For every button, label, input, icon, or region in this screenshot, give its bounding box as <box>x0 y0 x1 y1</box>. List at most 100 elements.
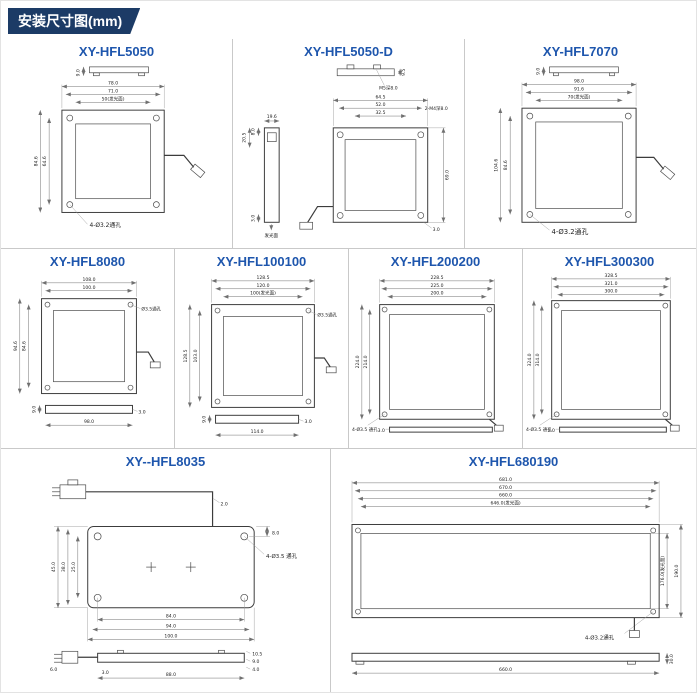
connector <box>298 221 313 230</box>
dim-label: 38.0 <box>60 562 66 572</box>
dim-label: 50(发光面) <box>101 95 124 102</box>
dim-label: 100.0 <box>164 633 177 639</box>
dim-label: 9.0 <box>535 68 541 75</box>
section-hfl100100: XY-HFL100100 128.5 120.0 100(发光面) 128.5 … <box>175 249 349 448</box>
cable <box>664 418 673 426</box>
panel-outline <box>351 523 660 619</box>
mounting-holes <box>65 114 160 208</box>
cable <box>488 418 497 426</box>
light-area <box>344 139 416 211</box>
dim-label: 9.0 <box>252 659 259 665</box>
dim-label: 190.0 <box>673 564 679 577</box>
dim-label: 9.0 <box>201 416 207 423</box>
note-label: M5深8.0 <box>379 84 398 91</box>
dim-label: 228.5 <box>430 275 443 281</box>
section-hfl680190: XY-HFL680190 681.0 670.0 660.0 646. <box>331 449 696 692</box>
section-title: XY--HFL8035 <box>125 454 206 469</box>
dim-label: 45.0 <box>51 562 57 572</box>
mounting-holes <box>44 301 133 391</box>
dim-label: 3.0 <box>432 227 439 233</box>
dimension-lines <box>497 82 636 223</box>
side-view: 3.0 <box>547 426 667 434</box>
panel-outline <box>86 525 255 609</box>
dim-label: 128.5 <box>182 349 188 362</box>
dim-label: 32.5 <box>375 110 385 116</box>
panel-outline <box>60 109 165 213</box>
dim-label: 660.0 <box>499 493 512 499</box>
section-title: XY-HFL5050-D <box>304 44 393 59</box>
note-label: 4-Ø3.5 通孔 <box>525 426 551 433</box>
dim-label: 52.0 <box>375 102 385 108</box>
dim-label: 84.6 <box>21 341 27 351</box>
side-view: 10.5 9.0 4.0 6.0 3.0 88.0 <box>50 649 262 681</box>
dim-label: 19.6 <box>266 114 276 120</box>
dim-label: 64.5 <box>375 94 385 100</box>
dim-label: 20.5 <box>241 133 247 143</box>
connector <box>149 361 161 369</box>
panel-outline <box>210 304 315 408</box>
panel-outline <box>332 127 428 223</box>
light-area <box>534 121 623 209</box>
dim-label: 3.0 <box>377 428 384 434</box>
dim-label: 670.0 <box>499 485 512 491</box>
mounting-holes <box>93 532 248 602</box>
dim-label: 8.0 <box>272 530 279 536</box>
section-title: XY-HFL5050 <box>78 44 155 59</box>
dim-label: 70(发光面) <box>567 93 590 100</box>
drawing-hfl5050d: 9.5 M5深8.0 19.6 8.0 20.5 3.0 发光面 <box>241 64 450 239</box>
drawing-hfl7070: 9.0 98.0 91.6 70(发光面) 104.6 84.6 <box>493 66 675 236</box>
panel-outline <box>40 298 137 395</box>
dim-label: 98.0 <box>83 419 93 425</box>
light-area <box>560 310 661 410</box>
light-area <box>74 123 151 200</box>
dimension-lines <box>53 526 270 642</box>
dimension-lines <box>332 98 445 223</box>
title-badge: 安装尺寸图(mm) <box>8 8 140 34</box>
dim-label: 3.0 <box>547 428 554 434</box>
light-area <box>388 314 485 410</box>
dim-label: 98.0 <box>574 79 584 85</box>
side-view: 19.6 8.0 20.5 3.0 发光面 <box>241 114 280 239</box>
dim-label: 4.0 <box>252 667 259 673</box>
section-hfl5050d: XY-HFL5050-D 9.5 M5深8.0 19.6 <box>233 39 465 248</box>
connector <box>325 366 336 374</box>
cable <box>313 357 331 368</box>
dim-label: 9.0 <box>31 406 37 413</box>
note-label: 2-M4深8.0 <box>424 105 447 112</box>
dim-label: 200.0 <box>430 291 443 297</box>
panel-outline <box>378 304 495 420</box>
dim-label: 104.6 <box>493 159 499 172</box>
dim-label: 84.6 <box>503 160 509 170</box>
section-hfl200200: XY-HFL200200 228.5 225.0 200.0 224.0 214… <box>349 249 523 448</box>
dim-label: 660.0 <box>499 667 512 673</box>
dim-label: 300.0 <box>604 289 617 295</box>
page-header: 安装尺寸图(mm) <box>1 1 696 39</box>
dim-label: 108.0 <box>82 277 95 283</box>
dim-label: 328.5 <box>604 273 617 279</box>
dim-label: 2.0 <box>220 502 227 508</box>
side-view: 9.0 3.0 98.0 <box>31 404 145 428</box>
note-label: Ø3.5通孔 <box>317 311 337 318</box>
top-view: 9.0 <box>535 66 619 77</box>
connector <box>669 424 680 432</box>
dim-label: 100(发光面) <box>250 290 276 297</box>
drawing-hfl680190: 681.0 670.0 660.0 646.0(发光面) 176.0(发光面) … <box>351 477 683 676</box>
note-label: Ø3.5通孔 <box>141 306 161 313</box>
cable <box>306 205 333 223</box>
top-view: 9.0 <box>75 66 149 76</box>
section-title: XY-HFL7070 <box>542 44 619 59</box>
panel-outline <box>550 300 671 420</box>
light-area <box>360 533 651 610</box>
note-label: 发光面 <box>264 232 278 239</box>
dim-label: 324.0 <box>526 353 532 366</box>
dim-label: 9.5 <box>401 69 407 76</box>
row-2: XY-HFL8080 108.0 100.0 94.6 84.6 <box>1 248 696 448</box>
mounting-holes <box>336 131 424 219</box>
dimension-lines <box>187 278 315 408</box>
mounting-holes <box>354 527 656 615</box>
top-view: 9.5 M5深8.0 <box>336 64 407 91</box>
dim-label: 91.6 <box>574 86 584 92</box>
dim-label: 71.0 <box>108 88 118 94</box>
section-hfl5050: XY-HFL5050 9.0 78.0 <box>1 39 233 248</box>
